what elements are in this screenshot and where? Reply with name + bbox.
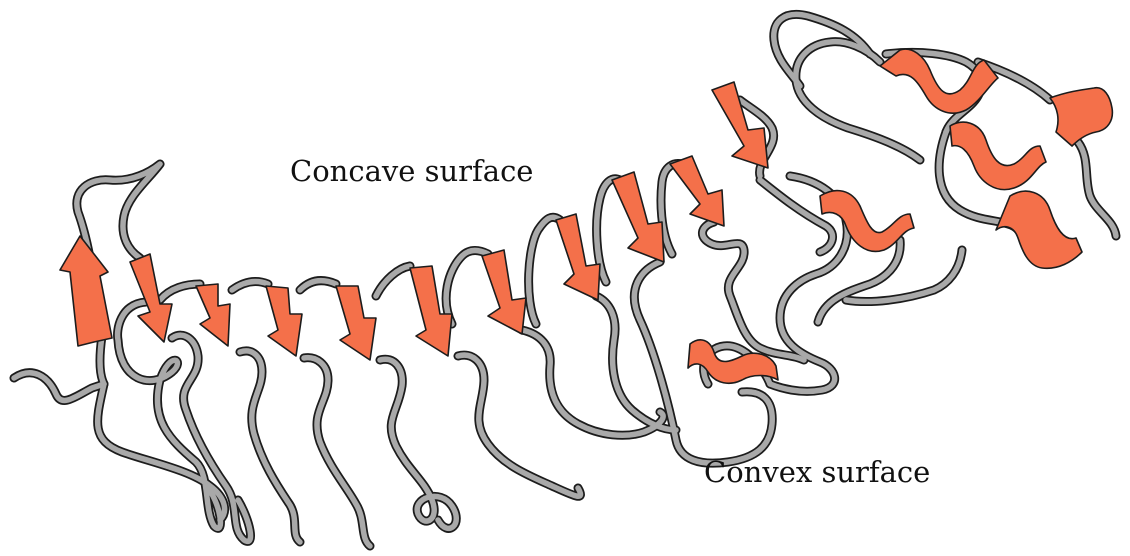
helix-top-3: [996, 191, 1082, 268]
strand-7: [482, 250, 526, 334]
strand-4: [266, 286, 302, 356]
helix-top-2: [950, 122, 1046, 190]
strand-10: [670, 156, 724, 226]
strand-1: [60, 236, 112, 346]
strand-5: [336, 286, 376, 360]
strand-11: [712, 82, 768, 168]
concave-surface-label: Concave surface: [290, 154, 533, 188]
convex-surface-label: Convex surface: [704, 455, 930, 489]
strand-9: [612, 172, 664, 262]
helix-right: [1050, 88, 1112, 146]
strand-3: [196, 284, 230, 346]
